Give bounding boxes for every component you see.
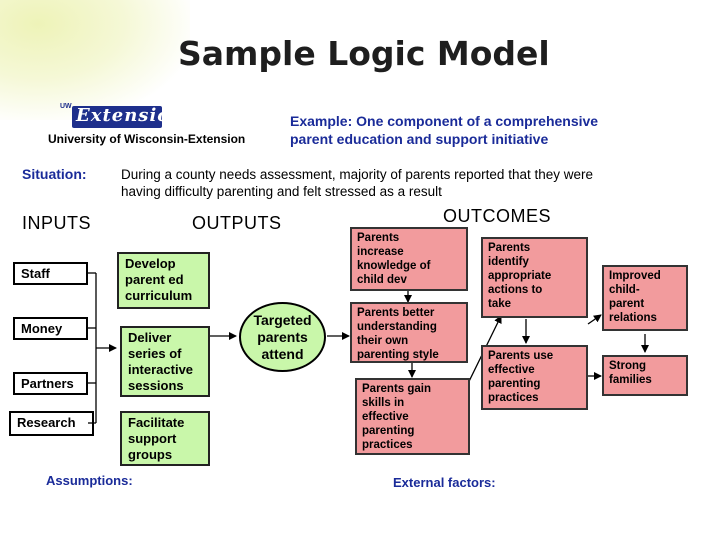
outcome-gain-skills: Parents gain skills in effective parenti… (355, 378, 470, 455)
logo-wordmark: Extension (76, 106, 162, 126)
output-deliver-sessions: Deliver series of interactive sessions (120, 326, 210, 397)
outcome-improved-relations: Improved child- parent relations (602, 265, 688, 331)
input-research: Research (9, 411, 94, 436)
decorative-corner (0, 0, 190, 120)
outputs-heading: OUTPUTS (192, 213, 282, 233)
assumptions-label: Assumptions: (46, 473, 133, 488)
situation-text: During a county needs assessment, majori… (121, 167, 593, 199)
inputs-heading: INPUTS (22, 213, 92, 233)
input-staff: Staff (13, 262, 88, 285)
outcome-identify-actions: Parents identify appropriate actions to … (481, 237, 588, 318)
logo-tag: UW (60, 103, 72, 110)
output-develop-curriculum: Develop parent ed curriculum (117, 252, 210, 309)
outcome-understanding-style: Parents better understanding their own p… (350, 302, 468, 363)
slide-title: Sample Logic Model (178, 34, 550, 73)
targeted-parents-attend: Targeted parents attend (239, 302, 326, 372)
external-factors-label: External factors: (393, 475, 496, 490)
outcome-use-practices: Parents use effective parenting practice… (481, 345, 588, 410)
extension-logo: Extension (72, 106, 162, 128)
outcomes-heading: OUTCOMES (443, 206, 552, 226)
organization-name: University of Wisconsin-Extension (48, 132, 246, 146)
input-money: Money (13, 317, 88, 340)
outcome-strong-families: Strong families (602, 355, 688, 396)
example-caption: Example: One component of a comprehensiv… (290, 113, 599, 147)
outcome-knowledge-child-dev: Parents increase knowledge of child dev (350, 227, 468, 291)
situation-label: Situation: (22, 166, 87, 182)
input-partners: Partners (13, 372, 88, 395)
output-support-groups: Facilitate support groups (120, 411, 210, 466)
